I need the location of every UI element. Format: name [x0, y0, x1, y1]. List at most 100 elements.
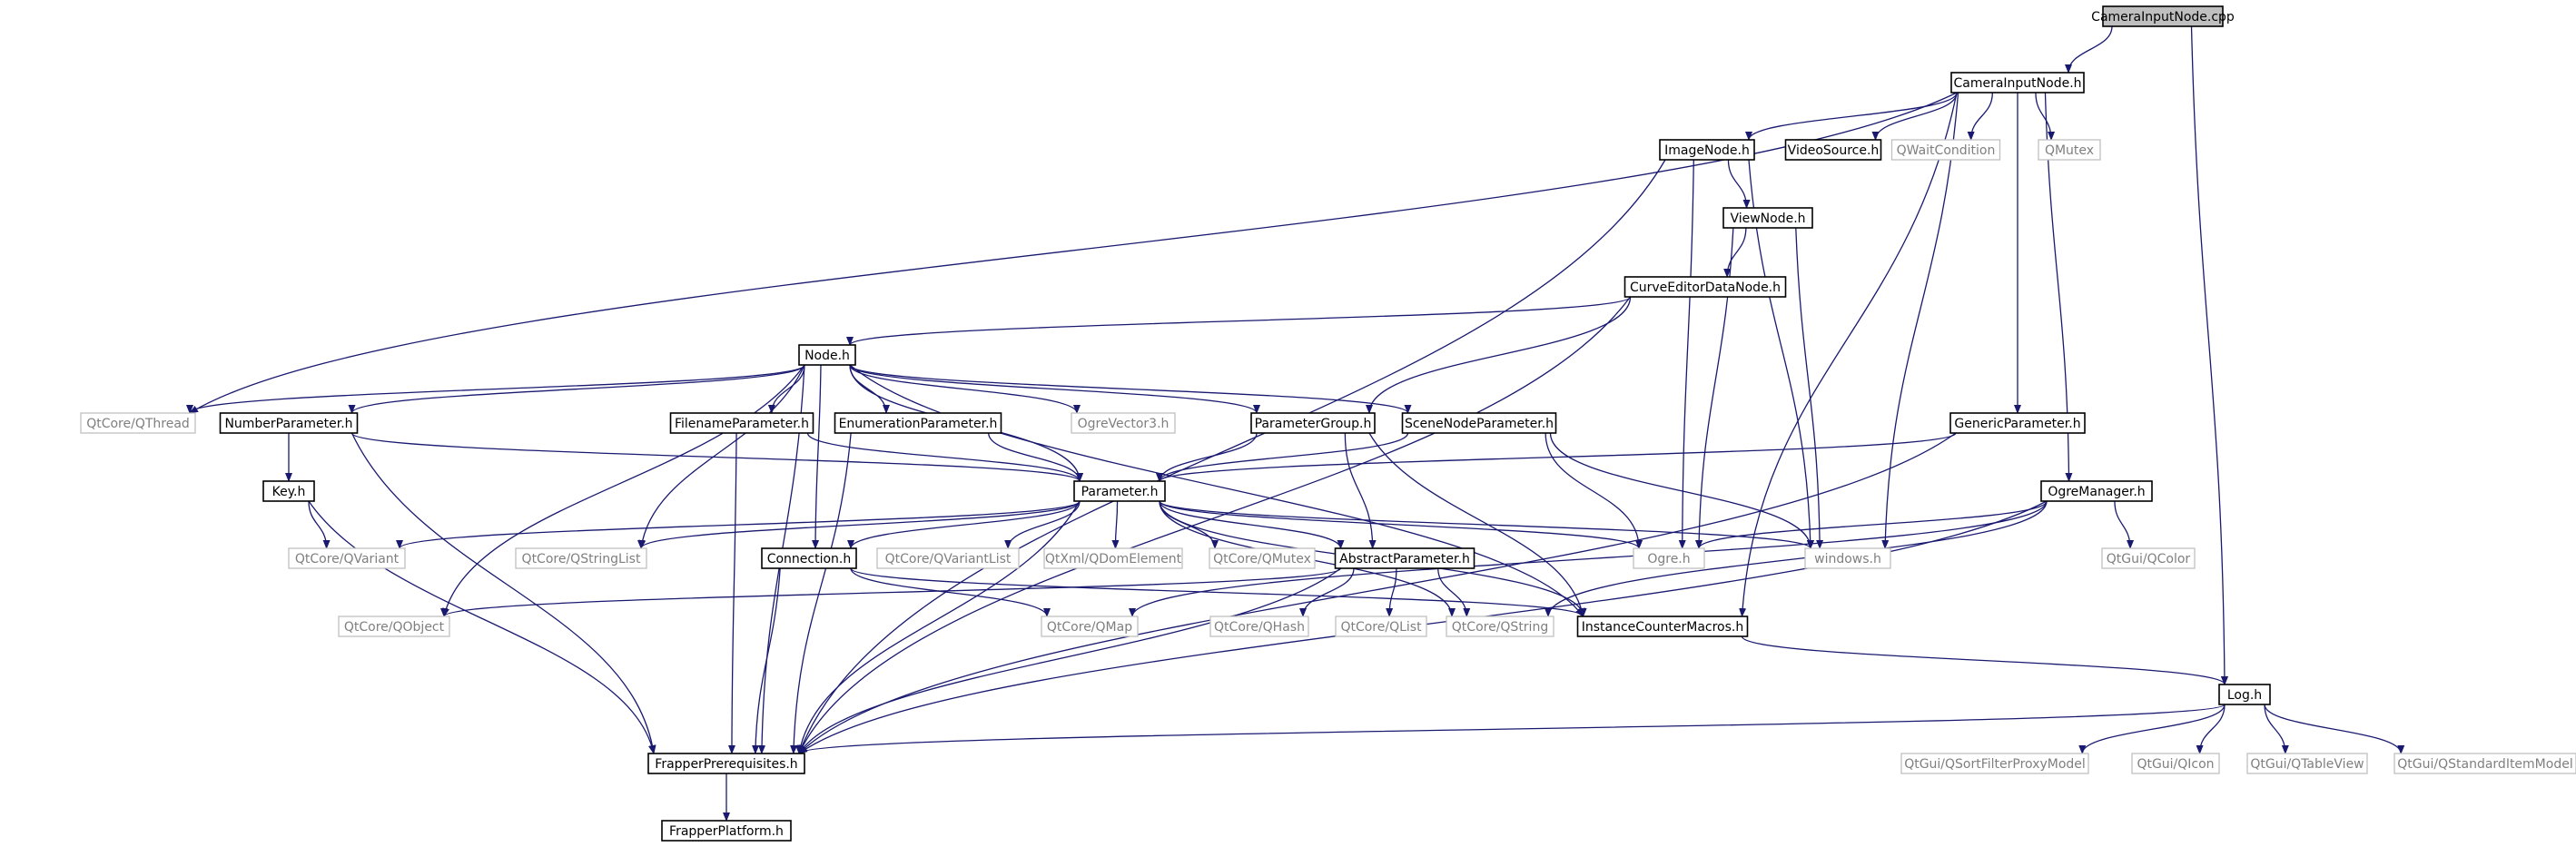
node-qwaitcondition[interactable]: QWaitCondition — [1890, 139, 2001, 161]
node-camerainputnode-cpp[interactable]: CameraInputNode.cpp — [2091, 5, 2235, 27]
edge-imagenode-h-to-frapperprerequisites-h — [798, 159, 1666, 754]
node-ogre-h[interactable]: Ogre.h — [1633, 547, 1705, 569]
node-box-abstractparameter-h[interactable] — [1334, 547, 1476, 569]
node-qtcore-qmutex[interactable]: QtCore/QMutex — [1209, 547, 1316, 569]
node-box-genericparameter-h[interactable] — [1949, 412, 2086, 434]
node-box-ogrevector3-h[interactable] — [1071, 412, 1176, 434]
node-box-parametergroup-h[interactable] — [1250, 412, 1376, 434]
node-box-windows-h[interactable] — [1804, 547, 1891, 569]
edge-enumerationparameter-h-to-parameter-h — [988, 432, 1083, 482]
node-qtgui-qstandarditemmodel[interactable]: QtGui/QStandardItemModel — [2393, 753, 2576, 774]
node-windows-h[interactable]: windows.h — [1804, 547, 1891, 569]
node-qtcore-qstringlist[interactable]: QtCore/QStringList — [515, 547, 647, 569]
node-box-connection-h[interactable] — [761, 547, 857, 569]
node-parametergroup-h[interactable]: ParameterGroup.h — [1250, 412, 1376, 434]
node-genericparameter-h[interactable]: GenericParameter.h — [1949, 412, 2086, 434]
node-node-h[interactable]: Node.h — [798, 344, 856, 366]
node-numberparameter-h[interactable]: NumberParameter.h — [219, 412, 359, 434]
node-box-imagenode-h[interactable] — [1659, 139, 1755, 161]
node-qtcore-qstring[interactable]: QtCore/QString — [1446, 616, 1554, 637]
node-box-videosource-h[interactable] — [1784, 139, 1882, 161]
node-box-qtgui-qsortfilterproxymodel[interactable] — [1900, 753, 2089, 774]
node-box-qwaitcondition[interactable] — [1890, 139, 2001, 161]
node-videosource-h[interactable]: VideoSource.h — [1784, 139, 1882, 161]
node-qtcore-qhash[interactable]: QtCore/QHash — [1209, 616, 1309, 637]
node-curveeditordatanode-h[interactable]: CurveEditorDataNode.h — [1624, 276, 1787, 298]
node-box-parameter-h[interactable] — [1073, 480, 1166, 502]
node-qtgui-qsortfilterproxymodel[interactable]: QtGui/QSortFilterProxyModel — [1900, 753, 2089, 774]
node-box-qtcore-qlist[interactable] — [1335, 616, 1427, 637]
node-label-qtgui-qtableview: QtGui/QTableView — [2250, 757, 2364, 772]
node-box-qtgui-qstandarditemmodel[interactable] — [2393, 753, 2576, 774]
node-ogremanager-h[interactable]: OgreManager.h — [2040, 480, 2153, 502]
node-box-qtcore-qvariantlist[interactable] — [876, 547, 1020, 569]
node-qtcore-qlist[interactable]: QtCore/QList — [1335, 616, 1427, 637]
node-label-frapperplatform-h: FrapperPlatform.h — [669, 824, 784, 839]
node-qmutex[interactable]: QMutex — [2038, 139, 2101, 161]
node-qtcore-qvariant[interactable]: QtCore/QVariant — [288, 547, 406, 569]
node-box-viewnode-h[interactable] — [1722, 207, 1813, 229]
edge-imagenode-h-to-ogre-h — [1678, 159, 1694, 549]
node-box-frapperprerequisites-h[interactable] — [647, 753, 805, 774]
node-frapperprerequisites-h[interactable]: FrapperPrerequisites.h — [647, 753, 805, 774]
node-box-ogre-h[interactable] — [1633, 547, 1705, 569]
node-box-qtcore-qstring[interactable] — [1446, 616, 1554, 637]
node-box-qmutex[interactable] — [2038, 139, 2101, 161]
node-qtcore-qvariantlist[interactable]: QtCore/QVariantList — [876, 547, 1020, 569]
node-box-qtcore-qvariant[interactable] — [288, 547, 406, 569]
edge-camerainputnode-h-to-qwaitcondition — [1967, 92, 1993, 141]
node-box-filenameparameter-h[interactable] — [669, 412, 814, 434]
node-box-instancecountermacros-h[interactable] — [1576, 616, 1749, 637]
edge-viewnode-h-to-curveeditordatanode-h — [1723, 227, 1747, 278]
node-qtcore-qmap[interactable]: QtCore/QMap — [1041, 616, 1139, 637]
node-label-qtcore-qstringlist: QtCore/QStringList — [522, 552, 641, 566]
node-qtgui-qtableview[interactable]: QtGui/QTableView — [2246, 753, 2368, 774]
node-box-enumerationparameter-h[interactable] — [834, 412, 1002, 434]
node-box-qtcore-qmap[interactable] — [1041, 616, 1139, 637]
node-box-qtgui-qtableview[interactable] — [2246, 753, 2368, 774]
node-abstractparameter-h[interactable]: AbstractParameter.h — [1334, 547, 1476, 569]
node-key-h[interactable]: Key.h — [262, 480, 315, 502]
node-box-qtgui-qcolor[interactable] — [2101, 547, 2196, 569]
node-box-camerainputnode-h[interactable] — [1950, 72, 2085, 94]
edge-parameter-h-to-connection-h — [847, 500, 1081, 549]
edge-abstractparameter-h-to-qtcore-qobject — [440, 567, 1342, 617]
node-box-qtcore-qstringlist[interactable] — [515, 547, 647, 569]
node-box-qtgui-qicon[interactable] — [2131, 753, 2220, 774]
node-qtxml-qdomelement[interactable]: QtXml/QDomElement — [1043, 547, 1183, 569]
node-box-qtcore-qobject[interactable] — [338, 616, 450, 637]
edge-filenameparameter-h-to-parameter-h — [806, 432, 1083, 482]
edge-curveeditordatanode-h-to-frapperprerequisites-h — [798, 296, 1632, 754]
node-box-camerainputnode-cpp[interactable] — [2102, 5, 2224, 27]
node-qtgui-qicon[interactable]: QtGui/QIcon — [2131, 753, 2220, 774]
node-scenenodeparameter-h[interactable]: SceneNodeParameter.h — [1401, 412, 1557, 434]
node-box-qtcore-qhash[interactable] — [1209, 616, 1309, 637]
node-connection-h[interactable]: Connection.h — [761, 547, 857, 569]
node-viewnode-h[interactable]: ViewNode.h — [1722, 207, 1813, 229]
node-label-parametergroup-h: ParameterGroup.h — [1255, 417, 1372, 431]
node-qtcore-qthread[interactable]: QtCore/QThread — [80, 412, 196, 434]
node-box-log-h[interactable] — [2218, 684, 2271, 705]
node-instancecountermacros-h[interactable]: InstanceCounterMacros.h — [1576, 616, 1749, 637]
node-box-numberparameter-h[interactable] — [219, 412, 359, 434]
node-qtcore-qobject[interactable]: QtCore/QObject — [338, 616, 450, 637]
node-box-qtcore-qthread[interactable] — [80, 412, 196, 434]
node-box-frapperplatform-h[interactable] — [661, 820, 792, 842]
node-box-key-h[interactable] — [262, 480, 315, 502]
node-camerainputnode-h[interactable]: CameraInputNode.h — [1950, 72, 2085, 94]
node-imagenode-h[interactable]: ImageNode.h — [1659, 139, 1755, 161]
node-qtgui-qcolor[interactable]: QtGui/QColor — [2101, 547, 2196, 569]
node-parameter-h[interactable]: Parameter.h — [1073, 480, 1166, 502]
node-filenameparameter-h[interactable]: FilenameParameter.h — [669, 412, 814, 434]
node-box-curveeditordatanode-h[interactable] — [1624, 276, 1787, 298]
node-ogrevector3-h[interactable]: OgreVector3.h — [1071, 412, 1176, 434]
node-box-qtxml-qdomelement[interactable] — [1043, 547, 1183, 569]
node-frapperplatform-h[interactable]: FrapperPlatform.h — [661, 820, 792, 842]
node-box-qtcore-qmutex[interactable] — [1209, 547, 1316, 569]
node-enumerationparameter-h[interactable]: EnumerationParameter.h — [834, 412, 1002, 434]
edge-node-h-to-instancecountermacros-h — [849, 364, 1584, 617]
node-box-ogremanager-h[interactable] — [2040, 480, 2153, 502]
node-box-node-h[interactable] — [798, 344, 856, 366]
node-log-h[interactable]: Log.h — [2218, 684, 2271, 705]
node-box-scenenodeparameter-h[interactable] — [1401, 412, 1557, 434]
